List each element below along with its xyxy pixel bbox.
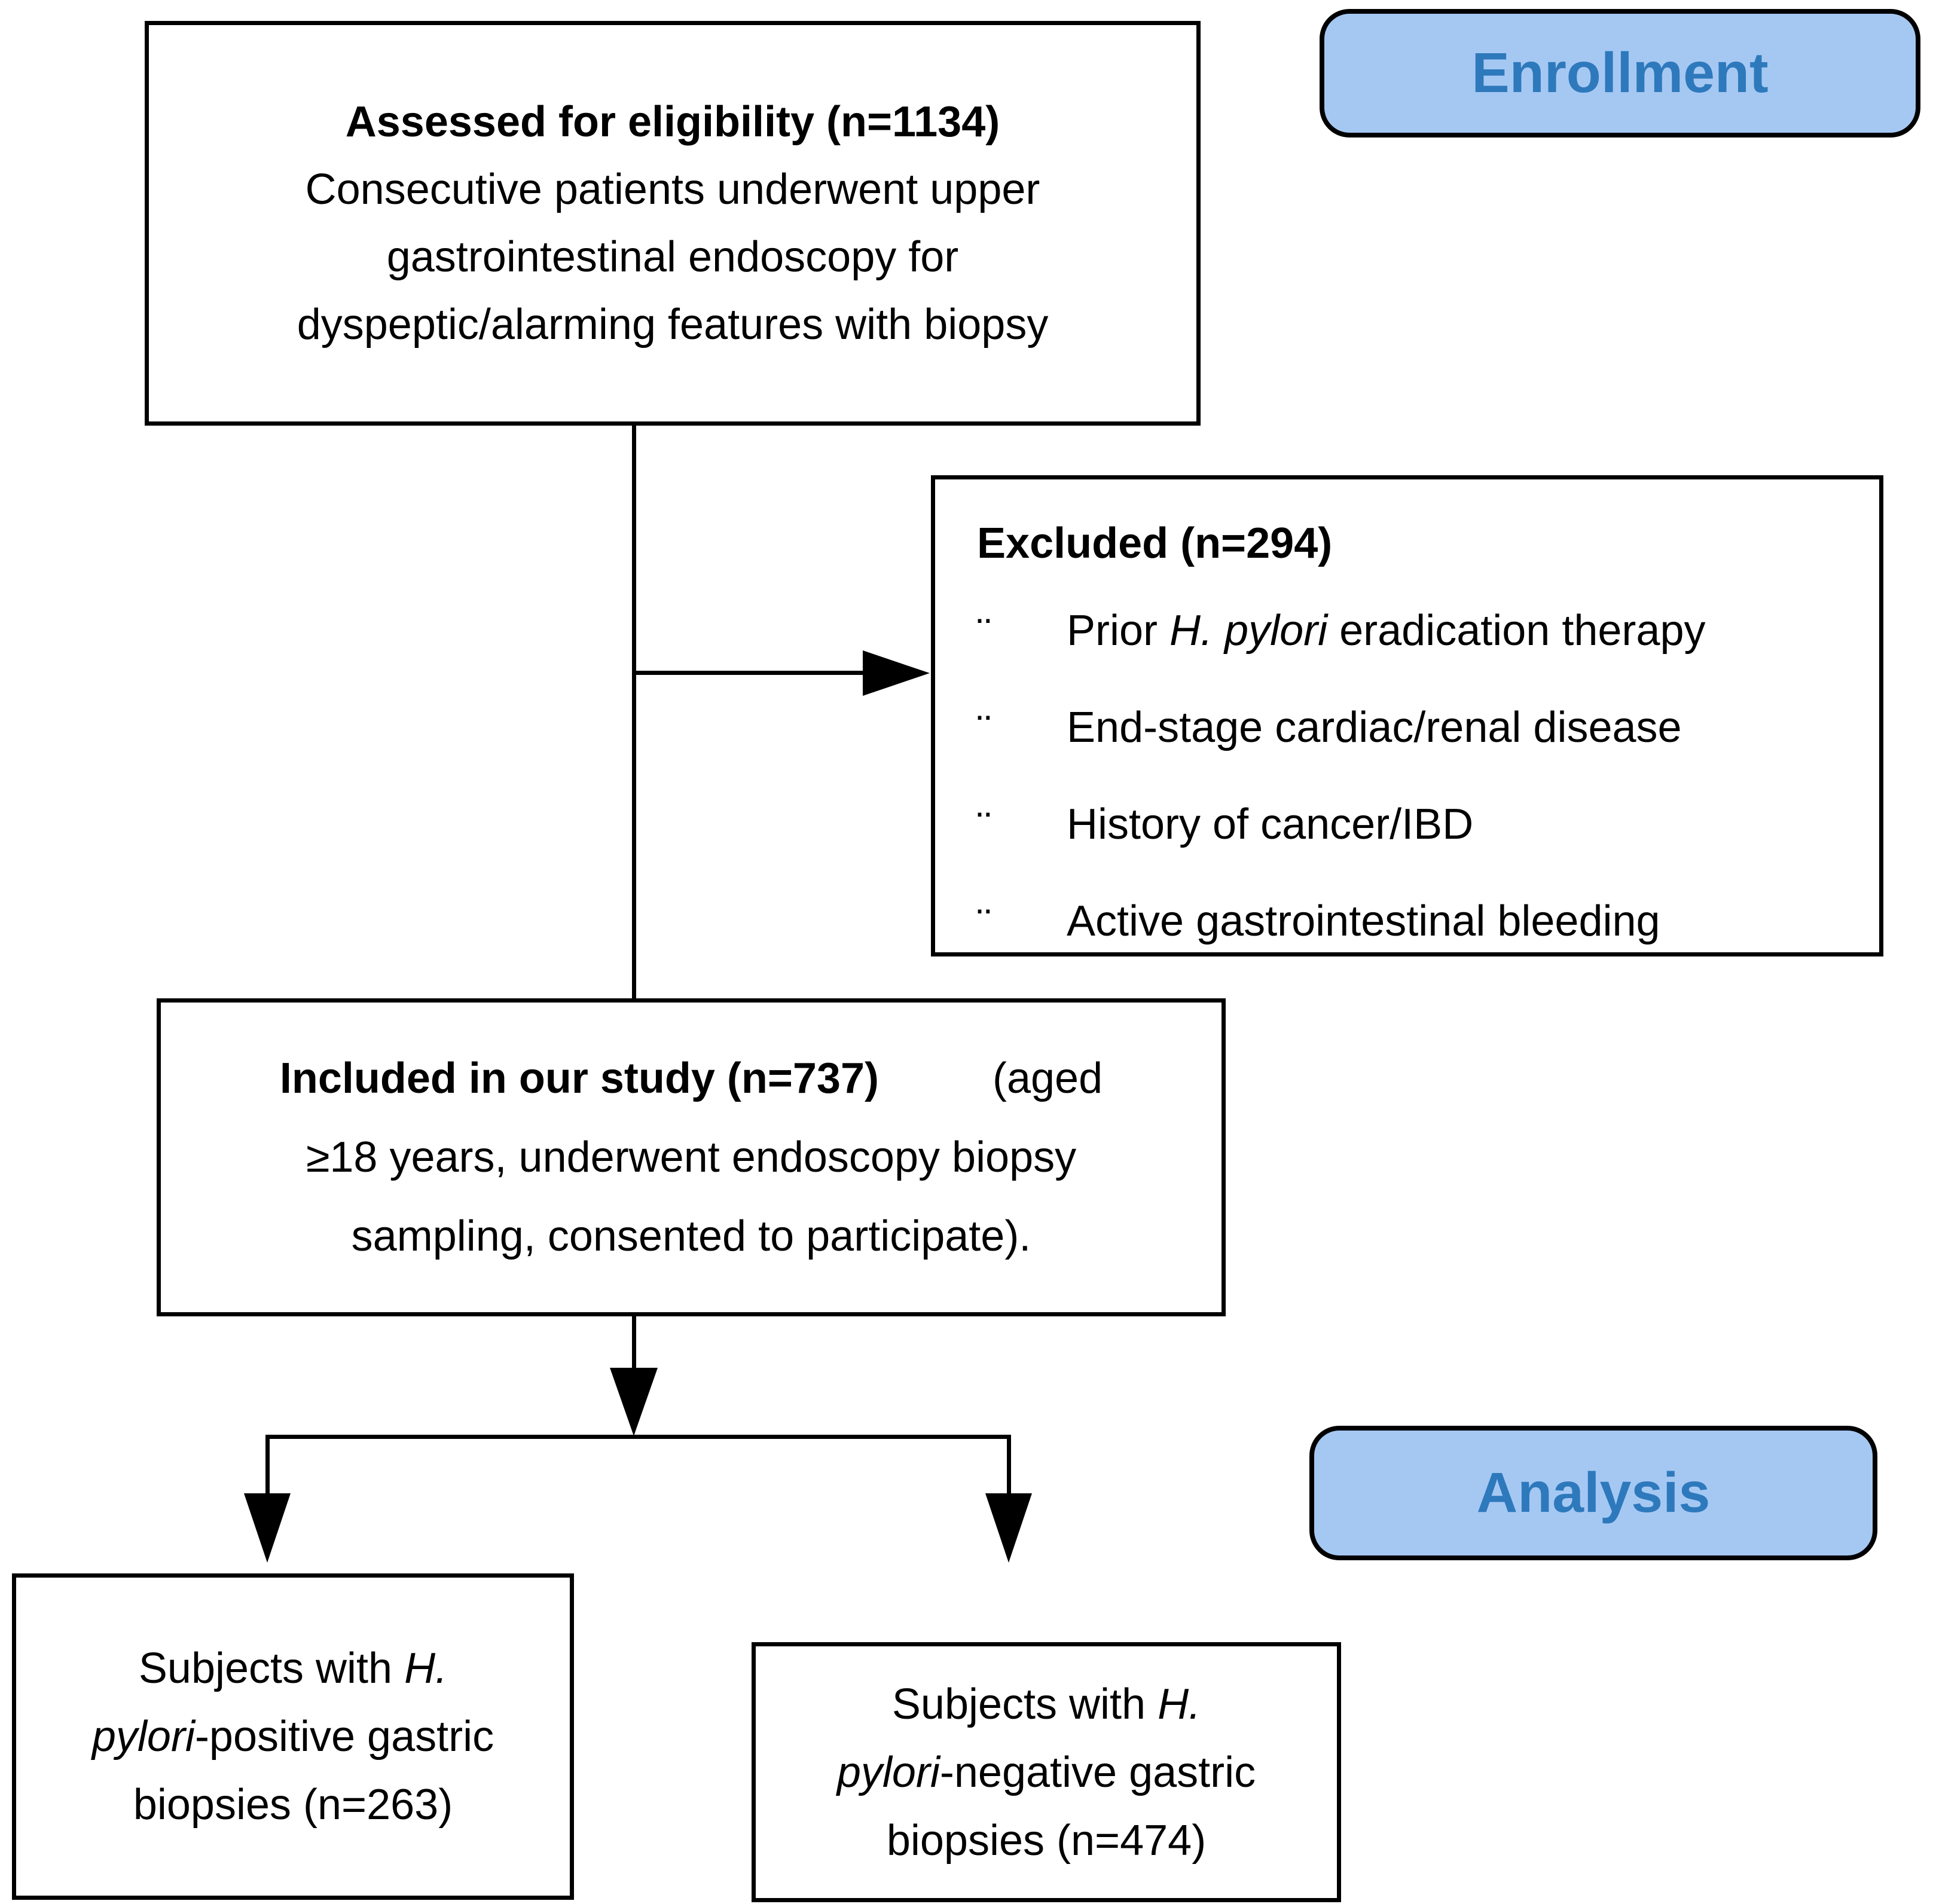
bullet-icon: ¨ [977,707,993,755]
hp-negative-line-3: biopsies (n=474) [886,1816,1207,1865]
bullet-icon: ¨ [977,804,993,852]
included-box: Included in our study (n=737)(aged ≥18 y… [157,998,1226,1316]
branch-left-line [265,1435,270,1495]
excluded-item-3-text: History of cancer/IBD [1067,800,1474,848]
assessed-line-1: Consecutive patients underwent upper [305,165,1040,213]
hp-positive-line-2: pylori-positive gastric [91,1713,494,1761]
assessed-line-3: dyspeptic/alarming features with biopsy [297,300,1049,349]
hp-negative-line-1: Subjects with H. [891,1680,1201,1728]
connector-included-to-branch [632,1316,636,1373]
arrowhead-down-icon [610,1368,658,1436]
included-line-3: sampling, consented to participate). [351,1212,1031,1260]
connector-assessed-to-included [632,426,636,998]
excluded-title: Excluded (n=294) [977,519,1333,567]
excluded-item-4: ¨ Active gastrointestinal bleeding [977,873,1861,970]
hp-positive-box: Subjects with H. pylori-positive gastric… [12,1573,574,1900]
assessed-title: Assessed for eligibility (n=1134) [345,97,1000,146]
excluded-item-2-text: End-stage cardiac/renal disease [1067,704,1682,751]
analysis-label-text: Analysis [1476,1461,1711,1524]
hp-negative-line-2: pylori-negative gastric [836,1748,1256,1796]
branch-horizontal-line [267,1435,1009,1439]
excluded-item-1-text: Prior H. pylori eradication therapy [1067,607,1706,655]
arrowhead-down-icon [985,1493,1032,1563]
arrowhead-right-icon [863,650,930,696]
enrollment-label-text: Enrollment [1471,41,1769,105]
included-line-2: ≥18 years, underwent endoscopy biopsy [306,1133,1077,1181]
hp-positive-line-3: biopsies (n=263) [133,1781,453,1829]
analysis-stage-label: Analysis [1309,1426,1877,1560]
bullet-icon: ¨ [977,901,993,949]
assessed-line-2: gastrointestinal endoscopy for [386,233,959,281]
enrollment-stage-label: Enrollment [1320,9,1920,137]
hp-positive-line-1: Subjects with H. [138,1645,448,1692]
connector-to-excluded [634,671,864,675]
assessed-eligibility-box: Assessed for eligibility (n=1134) Consec… [145,21,1201,426]
excluded-item-2: ¨ End-stage cardiac/renal disease [977,679,1861,776]
excluded-item-3: ¨ History of cancer/IBD [977,776,1861,873]
excluded-box: Excluded (n=294) ¨ Prior H. pylori eradi… [931,475,1883,956]
bullet-icon: ¨ [977,610,993,658]
hp-negative-box: Subjects with H. pylori-negative gastric… [752,1642,1341,1902]
arrowhead-down-icon [244,1493,291,1563]
excluded-item-4-text: Active gastrointestinal bleeding [1067,897,1660,945]
branch-right-line [1007,1435,1011,1495]
included-title-line: Included in our study (n=737)(aged [279,1055,1103,1102]
excluded-item-1: ¨ Prior H. pylori eradication therapy [977,582,1861,679]
